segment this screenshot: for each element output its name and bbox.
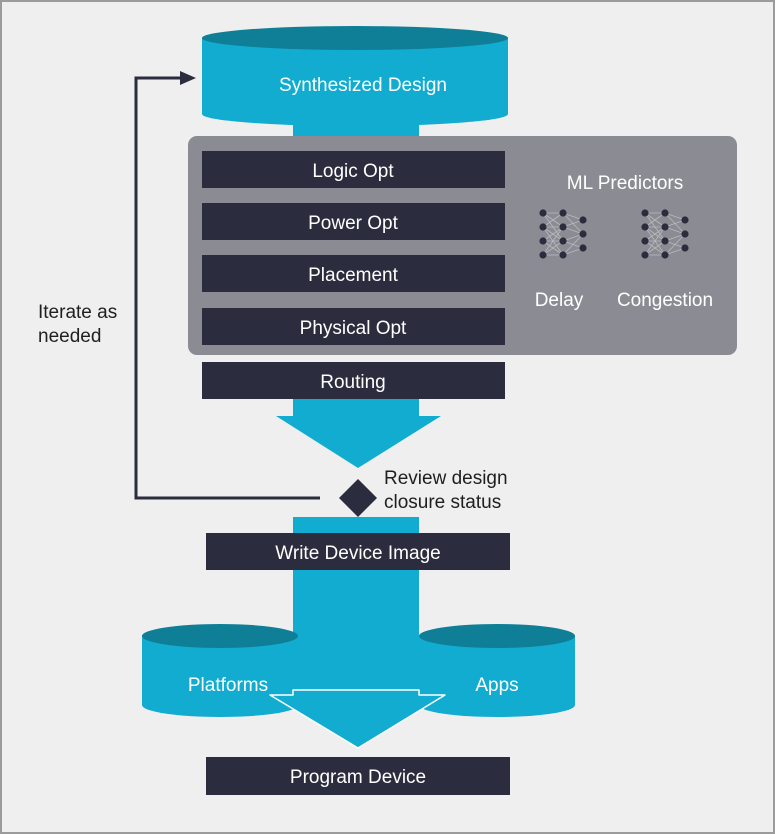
flow-arrow-down bbox=[276, 416, 441, 468]
program-device-label: Program Device bbox=[290, 767, 426, 788]
power-opt-bar bbox=[202, 203, 505, 240]
review-label-line2: closure status bbox=[384, 492, 501, 513]
physical-opt-label: Physical Opt bbox=[300, 318, 407, 339]
synthesized-design-label: Synthesized Design bbox=[279, 75, 447, 96]
write-device-image-label: Write Device Image bbox=[275, 543, 440, 564]
merge-arrow-down bbox=[269, 689, 446, 749]
platforms-cylinder: Platforms bbox=[142, 624, 298, 717]
iterate-loop-line bbox=[134, 76, 320, 500]
ml-predictors-title: ML Predictors bbox=[567, 173, 684, 194]
platforms-label: Platforms bbox=[188, 675, 268, 696]
review-decision-diamond bbox=[339, 479, 377, 517]
apps-cylinder: Apps bbox=[419, 624, 575, 717]
delay-label: Delay bbox=[535, 290, 584, 311]
apps-label: Apps bbox=[475, 675, 518, 696]
physical-opt-bar bbox=[202, 308, 505, 345]
logic-opt-bar bbox=[202, 151, 505, 188]
iterate-arrowhead-icon bbox=[180, 71, 196, 85]
iterate-label-line2: needed bbox=[38, 326, 101, 347]
iterate-label-line1: Iterate as bbox=[38, 302, 117, 323]
synthesized-design-cylinder: Synthesized Design bbox=[202, 26, 508, 126]
placement-bar bbox=[202, 255, 505, 292]
power-opt-label: Power Opt bbox=[308, 213, 398, 234]
congestion-label: Congestion bbox=[617, 290, 713, 311]
ml-panel bbox=[188, 136, 737, 355]
routing-label: Routing bbox=[320, 372, 386, 393]
placement-label: Placement bbox=[308, 265, 398, 286]
logic-opt-label: Logic Opt bbox=[312, 161, 394, 182]
program-device-bar bbox=[206, 757, 510, 795]
write-device-image-bar bbox=[206, 533, 510, 570]
review-label-line1: Review design bbox=[384, 468, 508, 489]
routing-bar bbox=[202, 362, 505, 399]
